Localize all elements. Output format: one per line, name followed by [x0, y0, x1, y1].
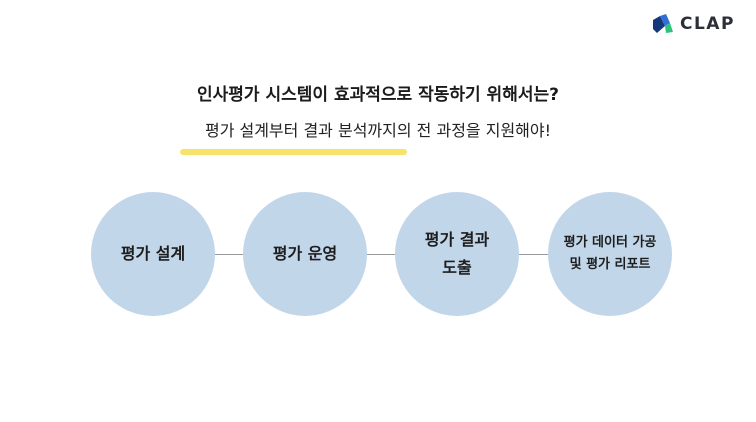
- connector-line: [365, 254, 399, 255]
- connector-line: [518, 254, 552, 255]
- step-label: 평가 설계: [120, 244, 186, 263]
- step-evaluation-results: 평가 결과 도출: [395, 192, 519, 316]
- step-evaluation-design: 평가 설계: [91, 192, 215, 316]
- clap-logo: CLAP: [652, 13, 735, 35]
- step-data-processing-report: 평가 데이터 가공 및 평가 리포트: [548, 192, 672, 316]
- step-label: 평가 운영: [272, 244, 338, 263]
- step-label-line-2: 및 평가 리포트: [569, 257, 651, 272]
- step-label-line-2: 도출: [442, 258, 472, 277]
- clap-logo-mark-icon: [653, 14, 673, 33]
- step-label-line-1: 평가 데이터 가공: [563, 235, 657, 250]
- highlight-underline: [180, 149, 407, 155]
- step-evaluation-operation: 평가 운영: [243, 192, 367, 316]
- subline: 평가 설계부터 결과 분석까지의 전 과정을 지원해야!: [204, 121, 552, 140]
- connector-line: [213, 254, 247, 255]
- clap-logo-text: CLAP: [680, 14, 735, 34]
- step-label-line-1: 평가 결과: [424, 230, 490, 249]
- headline: 인사평가 시스템이 효과적으로 작동하기 위해서는?: [197, 85, 559, 105]
